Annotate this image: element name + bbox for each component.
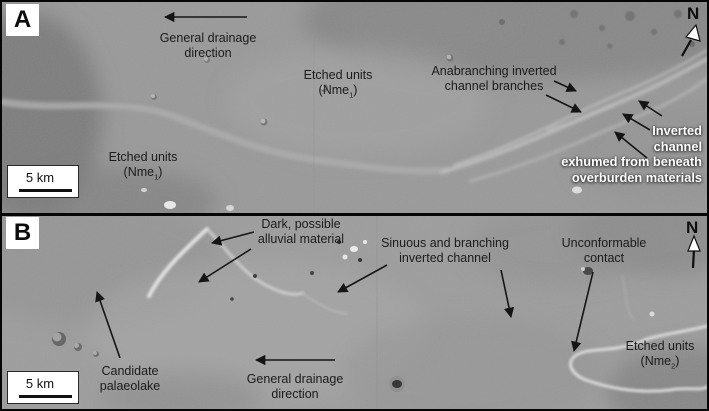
panel-a-letter: A xyxy=(6,4,39,36)
scale-label-a: 5 km xyxy=(25,170,55,185)
label-anabranching: Anabranching inverted channel branches xyxy=(431,64,556,94)
label-line: exhumed from beneath xyxy=(561,154,702,169)
label-inverted-channel: Inverted channel exhumed from beneath ov… xyxy=(561,123,702,185)
label-line: (Nme1) xyxy=(123,165,163,182)
label-line: (Nme1) xyxy=(318,83,358,100)
north-label-a: N xyxy=(687,4,700,23)
label-drainage-b: General drainage direction xyxy=(247,372,344,402)
label-line: direction xyxy=(184,46,232,60)
scale-bar-a: 5 km xyxy=(7,165,79,198)
label-line: Dark, possible xyxy=(261,217,341,231)
label-line: palaeolake xyxy=(99,379,161,393)
label-line: Inverted xyxy=(652,123,702,138)
label-line: General drainage xyxy=(159,31,257,45)
label-line: Etched units xyxy=(625,339,695,353)
panel-b: B Dark, possible alluvial material Sinuo… xyxy=(2,216,707,409)
label-line: inverted channel xyxy=(399,251,491,265)
scale-bar-line-a xyxy=(19,189,72,192)
scale-bar-line-b xyxy=(19,395,72,398)
satellite-image-a xyxy=(2,2,707,213)
label-line: Unconformable xyxy=(561,236,647,250)
label-etched-units-a-left: Etched units (Nme1) xyxy=(109,150,178,185)
label-line: direction xyxy=(271,387,319,401)
panel-b-letter: B xyxy=(6,217,39,249)
label-line: (Nme2) xyxy=(640,354,680,371)
satellite-image-b xyxy=(2,216,707,409)
panel-a-letter-text: A xyxy=(13,6,32,33)
label-etched-units-b: Etched units (Nme2) xyxy=(626,339,695,374)
north-label-b: N xyxy=(686,218,699,237)
label-etched-units-a-center: Etched units (Nme1) xyxy=(304,68,373,103)
scale-label-b: 5 km xyxy=(25,376,55,391)
label-drainage-a: General drainage direction xyxy=(160,31,257,61)
label-sinuous-channel: Sinuous and branching inverted channel xyxy=(381,236,509,266)
label-dark-alluvial: Dark, possible alluvial material xyxy=(258,217,344,247)
label-line: Candidate xyxy=(101,364,159,378)
label-candidate-palaeolake: Candidate palaeolake xyxy=(100,364,160,394)
label-line: channel branches xyxy=(444,79,544,93)
scale-bar-b: 5 km xyxy=(7,371,79,404)
label-line: General drainage xyxy=(246,372,344,386)
label-unconformable-contact: Unconformable contact xyxy=(562,236,647,266)
label-line: contact xyxy=(583,251,625,265)
label-line: Anabranching inverted xyxy=(431,64,557,78)
panel-a: A General drainage direction Etched unit… xyxy=(2,2,707,213)
label-line: Sinuous and branching xyxy=(381,236,509,250)
label-line: overburden materials xyxy=(571,169,702,185)
label-line: Etched units xyxy=(303,68,373,82)
panel-b-letter-text: B xyxy=(13,219,32,246)
label-line: Etched units xyxy=(108,150,178,164)
label-line: alluvial material xyxy=(257,232,345,246)
label-line: channel xyxy=(653,138,702,154)
